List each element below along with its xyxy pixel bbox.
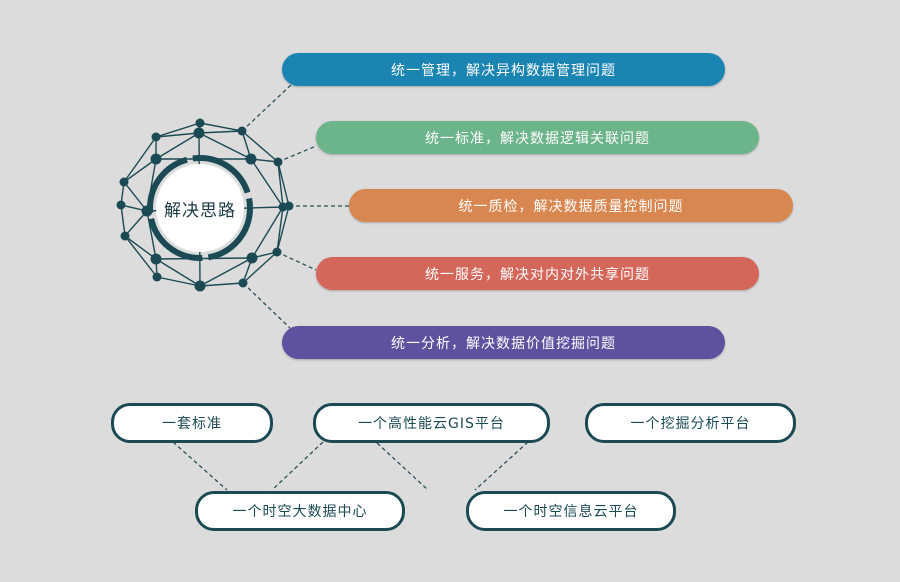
component-info-cloud: 一个时空信息云平台: [466, 491, 676, 531]
solution-pill-management: 统一管理，解决异构数据管理问题: [282, 53, 725, 86]
dashed-connector: [271, 441, 324, 491]
network-node: [193, 127, 205, 139]
center-label: 解决思路: [164, 200, 236, 221]
dashed-connector: [276, 251, 317, 271]
network-edge: [123, 158, 157, 183]
network-edge: [124, 235, 157, 260]
dashed-connector: [474, 441, 529, 491]
solution-pill-analysis: 统一分析，解决数据价值挖掘问题: [282, 326, 725, 359]
network-node: [272, 247, 282, 257]
network-edge: [198, 130, 243, 134]
network-node: [150, 153, 162, 165]
network-edge: [155, 257, 253, 260]
dashed-connector: [241, 83, 293, 132]
solution-label: 统一管理，解决异构数据管理问题: [391, 62, 616, 79]
network-edge: [199, 257, 253, 287]
component-standard: 一套标准: [111, 403, 273, 443]
network-node: [141, 205, 153, 217]
solution-label: 统一标准，解决数据逻辑关联问题: [425, 130, 650, 147]
network-edge: [155, 132, 200, 160]
network-node: [119, 177, 129, 187]
network-node: [245, 153, 257, 165]
dashed-connector: [172, 441, 228, 491]
network-edge: [276, 205, 290, 253]
network-edge: [251, 206, 284, 259]
solution-pill-standard: 统一标准，解决数据逻辑关联问题: [316, 121, 759, 154]
component-mining-platform: 一个挖掘分析平台: [585, 403, 796, 443]
network-node: [152, 272, 162, 282]
network-edge: [146, 210, 157, 260]
component-bigdata-center: 一个时空大数据中心: [195, 491, 405, 531]
network-node: [195, 118, 205, 128]
network-edge: [123, 181, 148, 212]
network-edge: [277, 161, 284, 208]
network-edge: [124, 235, 158, 278]
network-edge: [120, 204, 126, 237]
component-label: 一个时空信息云平台: [503, 504, 639, 520]
network-edge: [123, 136, 157, 183]
network-edge: [199, 122, 243, 132]
component-label: 一个挖掘分析平台: [630, 416, 751, 432]
network-edge: [155, 258, 201, 287]
network-edge: [146, 158, 157, 212]
solution-pill-quality: 统一质检，解决数据质量控制问题: [349, 189, 793, 222]
network-node: [150, 253, 162, 265]
network-node: [237, 126, 247, 136]
network-node: [194, 280, 206, 292]
dashed-connector: [376, 442, 429, 491]
network-edge: [242, 251, 278, 284]
network-edge: [241, 130, 279, 163]
network-node: [246, 252, 258, 264]
network-node: [284, 201, 294, 211]
network-node: [151, 132, 161, 142]
network-edge: [198, 132, 252, 160]
network-node: [120, 231, 130, 241]
network-edge: [277, 161, 290, 207]
solution-pill-service: 统一服务，解决对内对外共享问题: [316, 257, 759, 290]
dashed-connector: [277, 145, 317, 163]
network-node: [116, 200, 126, 210]
solution-label: 统一分析，解决数据价值挖掘问题: [391, 335, 616, 352]
network-edge: [155, 122, 201, 138]
network-edge: [199, 282, 244, 287]
network-edge: [156, 276, 201, 287]
dashed-connector: [242, 282, 291, 329]
component-label: 一个时空大数据中心: [232, 504, 368, 520]
component-cloud-gis: 一个高性能云GIS平台: [313, 403, 550, 443]
center-circle: 解决思路: [156, 164, 244, 252]
network-edge: [124, 210, 148, 237]
component-label: 一个高性能云GIS平台: [358, 416, 505, 432]
network-edge: [250, 158, 284, 208]
network-edge: [276, 206, 284, 253]
solution-label: 统一质检，解决数据质量控制问题: [458, 198, 684, 215]
network-node: [238, 278, 248, 288]
component-label: 一套标准: [162, 416, 222, 432]
network-edge: [155, 132, 200, 138]
solution-label: 统一服务，解决对内对外共享问题: [425, 266, 650, 283]
network-node: [273, 157, 283, 167]
